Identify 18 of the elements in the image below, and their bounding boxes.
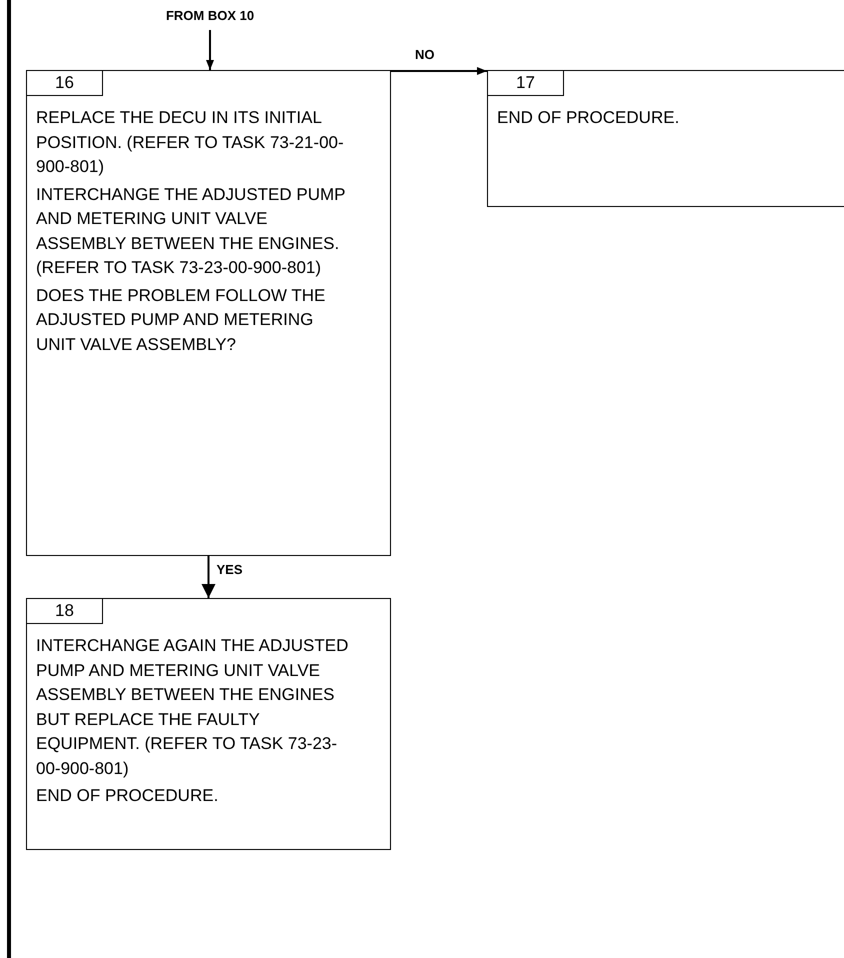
- edge-label: YES: [214, 562, 245, 577]
- box-number: 17: [488, 71, 564, 96]
- box-number: 16: [27, 71, 103, 96]
- procedure-box: [26, 598, 391, 850]
- box-number: 18: [27, 599, 103, 624]
- arrow: [202, 556, 216, 598]
- instruction-text: INTERCHANGE THE ADJUSTED PUMP AND METERING UNIT VALVE ASSEMBLY BETWEEN THE ENGINES. (REFER TO TASK 73-23-00-900-801): [36, 184, 346, 279]
- source-label: FROM BOX 10: [150, 8, 270, 28]
- instruction-text: DOES THE PROBLEM FOLLOW THE ADJUSTED PUMP AND METERING UNIT VALVE ASSEMBLY?: [36, 284, 326, 356]
- instruction-text: REPLACE THE DECU IN ITS INITIAL POSITION. (REFER TO TASK 73-21-00-900-801): [36, 107, 345, 178]
- arrow: [206, 30, 214, 70]
- arrow: [391, 67, 487, 75]
- procedure-box: [26, 70, 391, 556]
- instruction-text: END OF PROCEDURE.: [36, 785, 220, 807]
- instruction-text: END OF PROCEDURE.: [497, 107, 680, 129]
- procedure-box: [487, 70, 844, 207]
- instruction-text: INTERCHANGE AGAIN THE ADJUSTED PUMP AND METERING UNIT VALVE ASSEMBLY BETWEEN THE ENGINES BUT REPLACE THE FAULTY EQUIPMENT. (REFER TO TASK 73-23-00-900-801): [36, 635, 350, 780]
- edge-label: NO: [413, 47, 436, 62]
